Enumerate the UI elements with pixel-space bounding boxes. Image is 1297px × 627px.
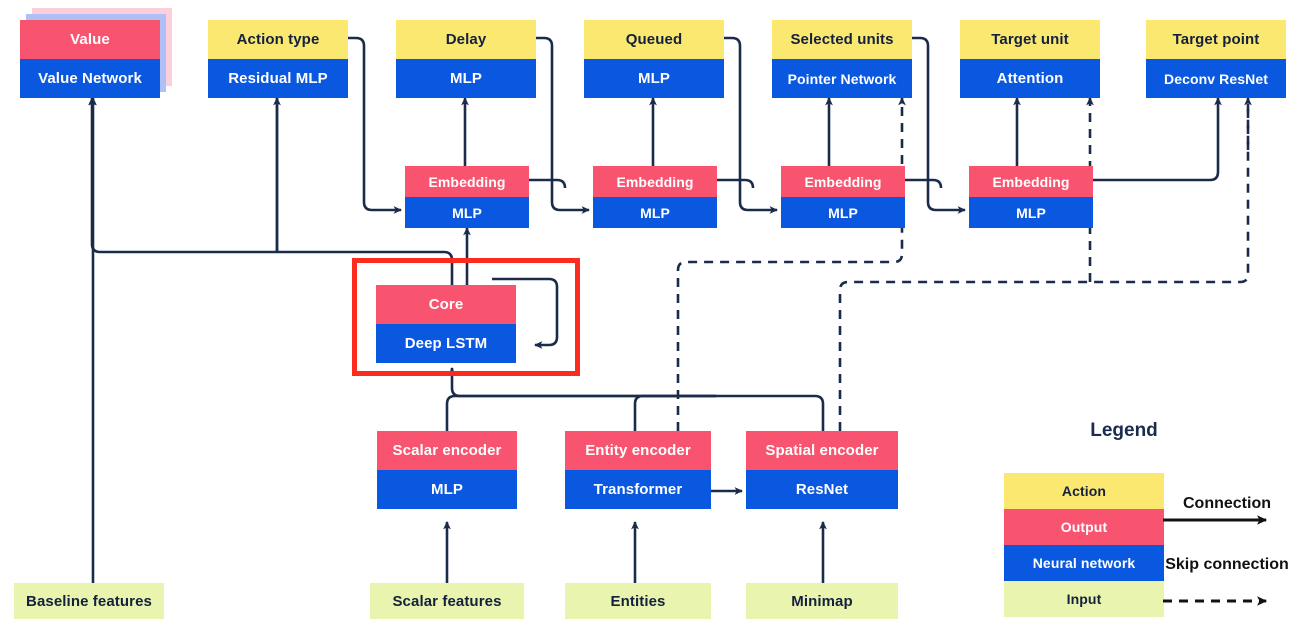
skip-spatial-encoder-riser	[838, 98, 1250, 431]
wire-scalar-encoder-to-core-bus	[445, 394, 716, 431]
node-target-unit[interactable]: Target unit Attention	[960, 20, 1100, 98]
wire-embedding-3-to-embedding-4-link	[905, 178, 943, 189]
node-delay-bottom-label: MLP	[396, 59, 536, 98]
legend-title: Legend	[1090, 420, 1158, 441]
node-embedding-3-bottom-label: MLP	[781, 197, 905, 228]
wire-selected-units-to-embedding-4	[907, 36, 966, 214]
input-baseline-features[interactable]: Baseline features	[14, 583, 164, 619]
wire-delay-to-embedding-2	[531, 36, 590, 214]
node-core-top-label: Core	[376, 285, 516, 324]
node-value-bottom-label: Value Network	[20, 59, 160, 98]
node-embedding-1-top-label: Embedding	[405, 166, 529, 197]
wire-spatial-encoder-to-core-bus	[716, 394, 825, 431]
node-embedding-2-bottom-label: MLP	[593, 197, 717, 228]
node-embedding-3[interactable]: Embedding MLP	[781, 166, 905, 228]
node-selected-units[interactable]: Selected units Pointer Network	[772, 20, 912, 98]
node-queued[interactable]: Queued MLP	[584, 20, 724, 98]
node-scalar-encoder-top-label: Scalar encoder	[377, 431, 517, 470]
input-scalar-features[interactable]: Scalar features	[370, 583, 524, 619]
node-embedding-4-bottom-label: MLP	[969, 197, 1093, 228]
core-highlight-box	[352, 258, 580, 376]
node-action-type[interactable]: Action type Residual MLP	[208, 20, 348, 98]
node-spatial-encoder-top-label: Spatial encoder	[746, 431, 898, 470]
input-minimap[interactable]: Minimap	[746, 583, 898, 619]
wire-embedding-1-to-embedding-2-link	[529, 178, 567, 189]
node-spatial-encoder[interactable]: Spatial encoder ResNet	[746, 431, 898, 509]
wire-action-type-to-embedding-1	[343, 36, 402, 214]
node-value[interactable]: Value Value Network	[20, 8, 172, 98]
node-target-unit-top-label: Target unit	[960, 20, 1100, 59]
node-delay-top-label: Delay	[396, 20, 536, 59]
node-target-point[interactable]: Target point Deconv ResNet	[1146, 20, 1286, 98]
node-embedding-1[interactable]: Embedding MLP	[405, 166, 529, 228]
node-scalar-encoder[interactable]: Scalar encoder MLP	[377, 431, 517, 509]
node-embedding-2[interactable]: Embedding MLP	[593, 166, 717, 228]
node-queued-top-label: Queued	[584, 20, 724, 59]
node-embedding-2-top-label: Embedding	[593, 166, 717, 197]
wire-queued-to-embedding-3	[719, 36, 778, 214]
node-selected-units-top-label: Selected units	[772, 20, 912, 59]
legend-swatch-neural-network: Neural network	[1004, 545, 1164, 581]
node-entity-encoder-bottom-label: Transformer	[565, 470, 711, 509]
legend-swatch-output: Output	[1004, 509, 1164, 545]
node-spatial-encoder-bottom-label: ResNet	[746, 470, 898, 509]
node-embedding-4-top-label: Embedding	[969, 166, 1093, 197]
node-embedding-3-top-label: Embedding	[781, 166, 905, 197]
legend-connection-label: Connection	[1183, 495, 1271, 512]
node-core[interactable]: Core Deep LSTM	[376, 285, 516, 363]
node-target-unit-bottom-label: Attention	[960, 59, 1100, 98]
node-action-type-top-label: Action type	[208, 20, 348, 59]
legend-swatch-action: Action	[1004, 473, 1164, 509]
node-embedding-4[interactable]: Embedding MLP	[969, 166, 1093, 228]
node-value-top-label: Value	[20, 20, 160, 59]
legend-skip-connection-label: Skip connection	[1165, 556, 1289, 573]
wire-embedding-2-to-embedding-3-link	[717, 178, 755, 189]
node-target-point-top-label: Target point	[1146, 20, 1286, 59]
legend-arrow-icons	[1163, 515, 1268, 606]
wire-embedding-4-to-target-point	[1093, 97, 1222, 182]
node-selected-units-bottom-label: Pointer Network	[772, 59, 912, 98]
node-action-type-bottom-label: Residual MLP	[208, 59, 348, 98]
node-scalar-encoder-bottom-label: MLP	[377, 470, 517, 509]
wire-entity-encoder-to-core-bus	[633, 394, 716, 431]
node-target-point-bottom-label: Deconv ResNet	[1146, 59, 1286, 98]
node-entity-encoder-top-label: Entity encoder	[565, 431, 711, 470]
legend-swatches: Action Output Neural network Input	[1004, 473, 1164, 617]
node-embedding-1-bottom-label: MLP	[405, 197, 529, 228]
node-queued-bottom-label: MLP	[584, 59, 724, 98]
node-entity-encoder[interactable]: Entity encoder Transformer	[565, 431, 711, 509]
legend-swatch-input: Input	[1004, 581, 1164, 617]
input-entities[interactable]: Entities	[565, 583, 711, 619]
wire-core-to-left-bus	[88, 97, 454, 285]
node-delay[interactable]: Delay MLP	[396, 20, 536, 98]
node-core-bottom-label: Deep LSTM	[376, 324, 516, 363]
